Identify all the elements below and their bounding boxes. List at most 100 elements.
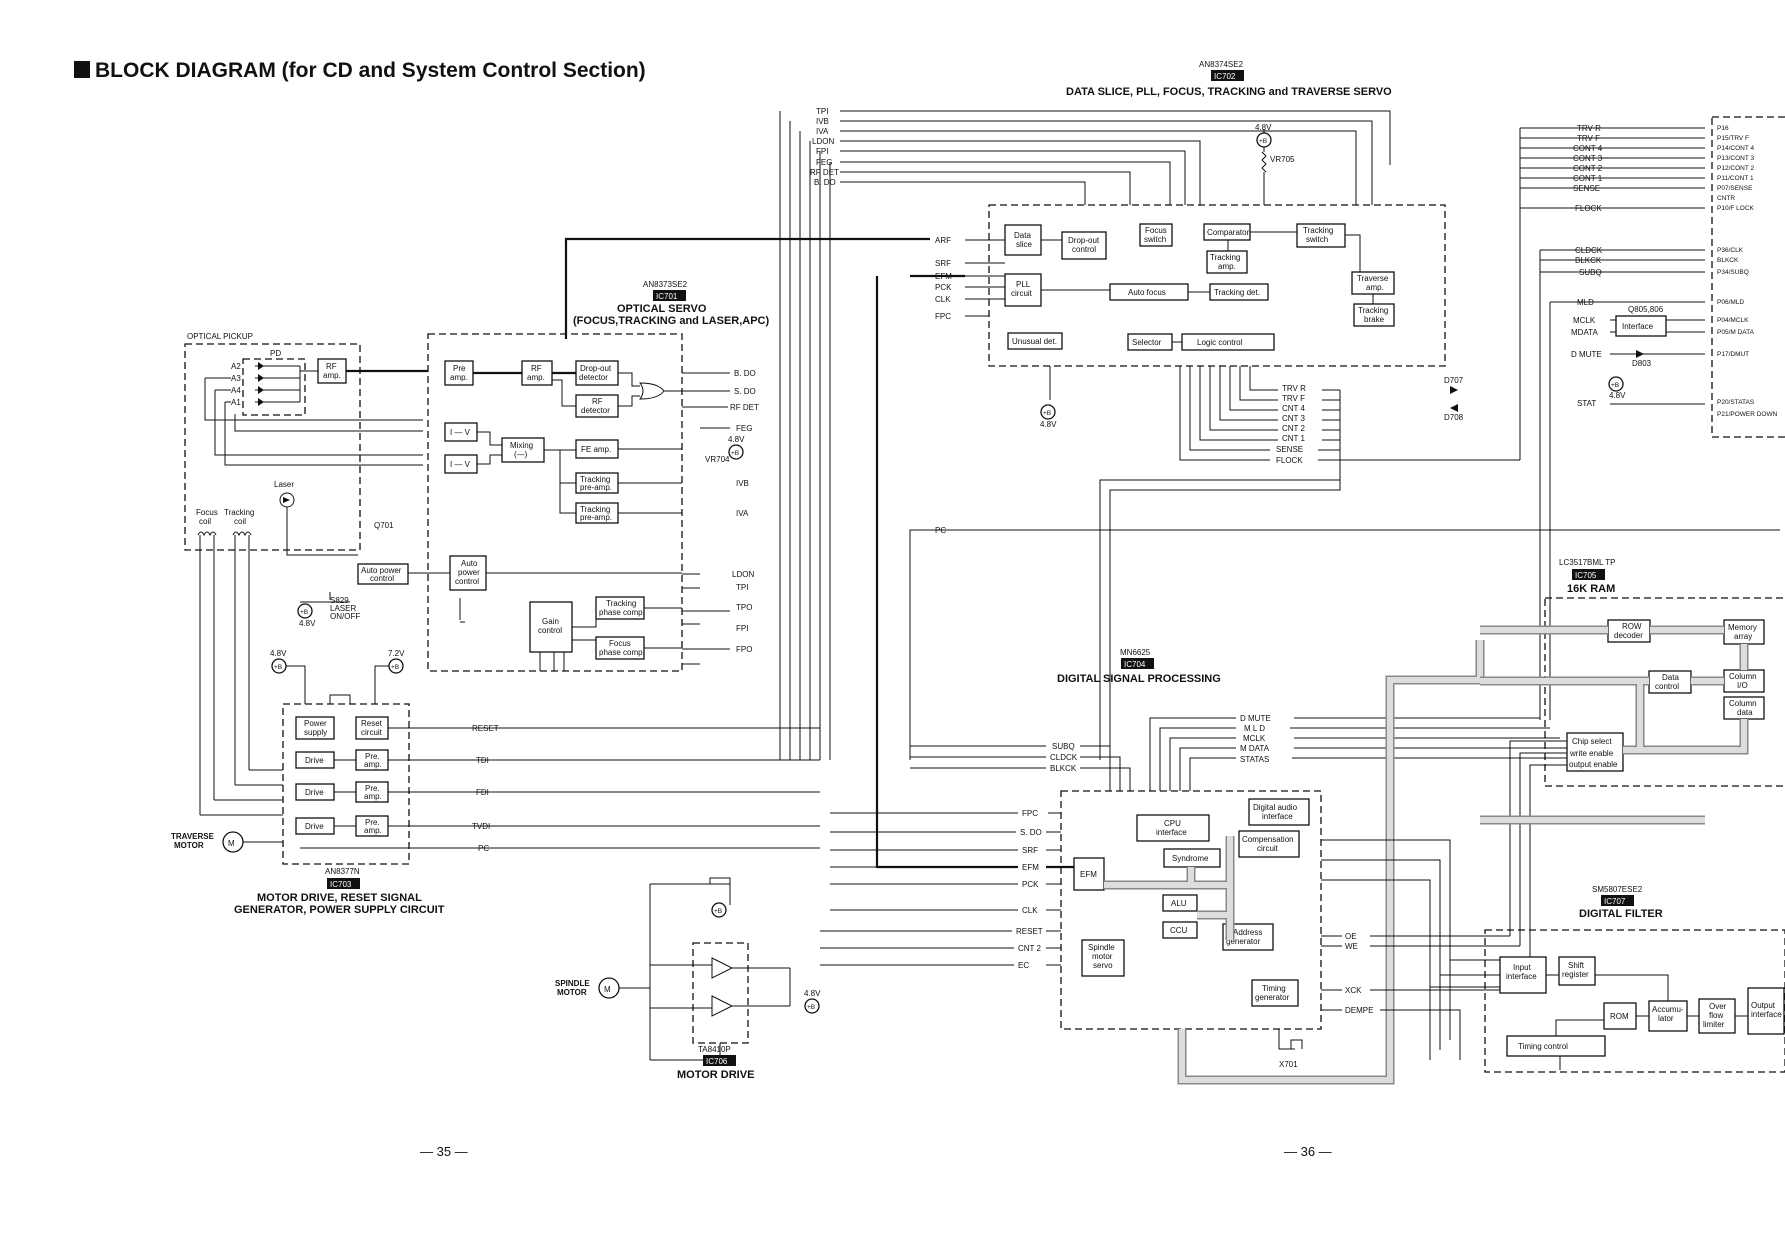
ic701-dropout-l1: Drop-out bbox=[580, 364, 612, 373]
ic704-cpu-l2: interface bbox=[1156, 828, 1187, 837]
ic705-datactl-l2: control bbox=[1655, 682, 1679, 691]
micro-pin-p14: P14/CONT 4 bbox=[1717, 145, 1754, 152]
ic701-sig-iva: IVA bbox=[736, 509, 749, 518]
ic704-sig-ec: EC bbox=[1018, 961, 1029, 970]
ic703-power-l2: supply bbox=[304, 728, 327, 737]
micro-plus-b: +B bbox=[1611, 382, 1619, 389]
bus-signal-labels: TPI IVB IVA LDON FPI FEG RF DET B. DO bbox=[810, 107, 839, 187]
ic704-sig-dempe: DEMPE bbox=[1345, 1006, 1373, 1015]
ic703-drive2-label: Drive bbox=[305, 788, 324, 797]
ic702-sig-flock: FLOCK bbox=[1276, 456, 1303, 465]
traverse-motor-l1: TRAVERSE bbox=[171, 832, 215, 841]
ic703-sig-tvdi: TVDI bbox=[472, 822, 490, 831]
ic703-part: AN8377N bbox=[325, 867, 360, 876]
ic703-power-l1: Power bbox=[304, 719, 327, 728]
ic704-sig-subq: SUBQ bbox=[1052, 742, 1075, 751]
micro-pin-cntr: CNTR bbox=[1717, 195, 1735, 202]
ic701-part: AN8373SE2 bbox=[643, 280, 688, 289]
ic706-supply-plus-b: +B bbox=[807, 1004, 815, 1011]
ic705-row-l2: decoder bbox=[1614, 631, 1643, 640]
ic704-timing-generator bbox=[1251, 979, 1299, 1007]
ic703-supply-72: 7.2V bbox=[388, 649, 405, 658]
ic707-accumulator bbox=[1648, 1000, 1688, 1032]
opamp-lower-icon bbox=[711, 995, 734, 1017]
ic704-sig-srf: SRF bbox=[1022, 846, 1038, 855]
ic701-fe-amp-label: FE amp. bbox=[581, 445, 611, 454]
micro-pin-p06: P06/MLD bbox=[1717, 299, 1744, 306]
ic702-unusual-label: Unusual det. bbox=[1012, 337, 1057, 346]
ic704-comp-l1: Compensation bbox=[1242, 835, 1294, 844]
micro-interface bbox=[1615, 315, 1667, 337]
ic702-sig-cnt1: CNT 1 bbox=[1282, 434, 1306, 443]
ic701-iv2-label: I — V bbox=[450, 460, 471, 469]
ic707-input-l1: Input bbox=[1513, 963, 1532, 972]
ic705-name: 16K RAM bbox=[1567, 583, 1615, 595]
ic704-sig-sdo: S. DO bbox=[1020, 828, 1042, 837]
ic702-doc-l1: Drop-out bbox=[1068, 236, 1100, 245]
ic703-preamp3-l2: amp. bbox=[364, 826, 382, 835]
ic701-sig-feg: FEG bbox=[736, 424, 752, 433]
ic704-sig-dmute: D MUTE bbox=[1240, 714, 1271, 723]
ic703-preamp2-l2: amp. bbox=[364, 792, 382, 801]
ic702-pll-l1: PLL bbox=[1016, 280, 1031, 289]
s829-plus-b: +B bbox=[300, 609, 308, 616]
micro-pin-p20: P20/STATAS bbox=[1717, 399, 1755, 406]
ic705-ref: IC705 bbox=[1575, 571, 1597, 580]
ic702-pll-l2: circuit bbox=[1011, 289, 1033, 298]
pd-pin-a1: A1 bbox=[231, 398, 241, 407]
ic703-reset-l2: circuit bbox=[361, 728, 383, 737]
micro-left-signals: TRV R TRV F CONT 4 CONT 3 CONT 2 CONT 1 … bbox=[1571, 124, 1603, 408]
ic702-logic-label: Logic control bbox=[1197, 338, 1243, 347]
ic707-ovf-l2: flow bbox=[1709, 1011, 1723, 1020]
ic702-trkbrake-l1: Tracking bbox=[1358, 306, 1388, 315]
ic705-ref-tag bbox=[1572, 569, 1605, 580]
micro-pin-p17: P17/DMUT bbox=[1717, 351, 1749, 358]
ic702-tracking-amp bbox=[1206, 250, 1248, 274]
ic702-sig-clk: CLK bbox=[935, 295, 951, 304]
pd-pin-a2: A2 bbox=[231, 362, 241, 371]
bus-fpi: FPI bbox=[816, 147, 828, 156]
vr704-label: VR704 bbox=[705, 455, 730, 464]
ic704-sig-reset: RESET bbox=[1016, 927, 1043, 936]
laser-label: Laser bbox=[274, 480, 294, 489]
ic704-sig-cldck: CLDCK bbox=[1050, 753, 1078, 762]
ic707-output-interface bbox=[1747, 987, 1785, 1035]
ic703-sig-fdi: FDI bbox=[476, 788, 489, 797]
ic703-preamp2-l1: Pre. bbox=[365, 784, 380, 793]
ic701-sig-bdo: B. DO bbox=[734, 369, 756, 378]
ic706-plus-b: +B bbox=[714, 908, 722, 915]
micro-pin-p05: P05/M DATA bbox=[1717, 329, 1755, 336]
ic707-ovf-l3: limiter bbox=[1703, 1020, 1725, 1029]
ic704-outline bbox=[1060, 790, 1322, 1030]
ic704-spindle-l2: motor bbox=[1092, 952, 1113, 961]
micro-right-pins: P16 P15/TRV F P14/CONT 4 P13/CONT 3 P12/… bbox=[1717, 125, 1778, 418]
ic702-name: DATA SLICE, PLL, FOCUS, TRACKING and TRA… bbox=[1066, 86, 1392, 98]
micro-plus-b-icon bbox=[1608, 376, 1624, 392]
ic702-travamp-l1: Traverse bbox=[1357, 274, 1389, 283]
ic702-trkamp-l2: amp. bbox=[1218, 262, 1236, 271]
ic704-sig-we: WE bbox=[1345, 942, 1358, 951]
vr705-label: VR705 bbox=[1270, 155, 1295, 164]
ic702-sig-srf: SRF bbox=[935, 259, 951, 268]
ic702-selector-label: Selector bbox=[1132, 338, 1162, 347]
pickup-rf-amp-l2: amp. bbox=[323, 371, 341, 380]
ic703-name1: MOTOR DRIVE, RESET SIGNAL bbox=[257, 892, 422, 904]
ic704-addr-l2: generator bbox=[1226, 937, 1261, 946]
ic705-cs-l2: write enable bbox=[1569, 749, 1614, 758]
ic704-digital-audio-interface bbox=[1248, 798, 1310, 826]
ic707-timing-label: Timing control bbox=[1518, 1042, 1568, 1051]
ic703-power-supply bbox=[295, 716, 335, 740]
ic706-outline bbox=[692, 942, 749, 1044]
ic702-sig-trvr: TRV R bbox=[1282, 384, 1306, 393]
ic706-plus-b-icon bbox=[711, 902, 727, 918]
ic704-sig-clk: CLK bbox=[1022, 906, 1038, 915]
ic703-preamp3-l1: Pre. bbox=[365, 818, 380, 827]
vr704-plus-b: +B bbox=[731, 450, 739, 457]
micro-pin-p34: P34/SUBQ bbox=[1717, 269, 1749, 276]
ic702-sig-arf: ARF bbox=[935, 236, 951, 245]
ic703-preamp1-l1: Pre. bbox=[365, 752, 380, 761]
ic702-ref: IC702 bbox=[1214, 72, 1236, 81]
ic704-top-signals: D MUTE M L D MCLK M DATA STATAS bbox=[1240, 714, 1271, 764]
s829-l1: S829 bbox=[330, 596, 349, 605]
ic701-iv1-label: I — V bbox=[450, 428, 471, 437]
